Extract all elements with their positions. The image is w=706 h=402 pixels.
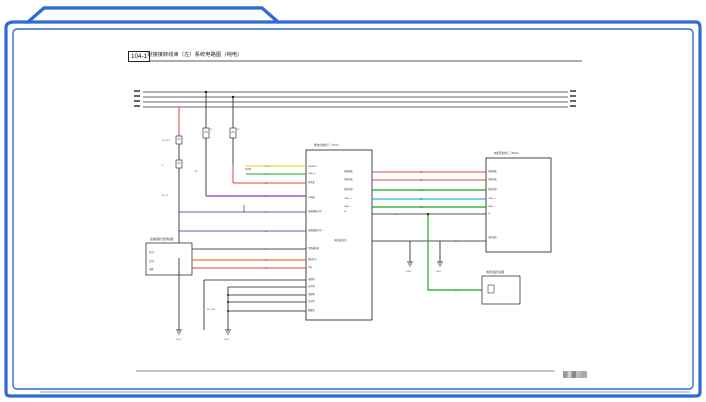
svg-text:0.5: 0.5 — [265, 231, 269, 233]
svg-text:0.5: 0.5 — [265, 260, 269, 262]
ground-label: G102 — [224, 339, 230, 341]
left-sensor-module: 加速踏板位置传感器 信号1 信号2 电源 — [145, 237, 193, 276]
connector-labels: SP_FR1 F SP_IG RF F1 F2 前机舱 1.25 0.5 0.5… — [162, 129, 459, 311]
ground-label: G103 — [406, 271, 412, 273]
svg-text:信号地: 信号地 — [308, 284, 315, 288]
svg-text:前机舱: 前机舱 — [245, 167, 251, 171]
small-module-name: 电机温度传感器 — [486, 270, 505, 274]
svg-text:电源地: 电源地 — [308, 277, 315, 281]
power-bus — [134, 90, 576, 108]
svg-text:0.5: 0.5 — [455, 241, 459, 243]
svg-text:CAN_H: CAN_H — [344, 197, 352, 200]
svg-text:电源: 电源 — [149, 267, 154, 271]
svg-text:IGN/ACC: IGN/ACC — [308, 165, 318, 168]
svg-text:IG: IG — [344, 211, 347, 213]
svg-text:常电源: 常电源 — [308, 180, 315, 184]
outer-frame — [4, 6, 702, 398]
feed-wires — [178, 90, 235, 258]
svg-text:CAN_H: CAN_H — [308, 172, 316, 175]
svg-text:信号2: 信号2 — [149, 259, 155, 263]
svg-text:加速踏板信号2: 加速踏板信号2 — [308, 228, 323, 232]
svg-text:IG电源: IG电源 — [308, 195, 315, 199]
ground-icon: G102 — [224, 329, 231, 341]
svg-text:SP_IG: SP_IG — [162, 195, 168, 197]
svg-text:扭矩请求: 扭矩请求 — [344, 187, 354, 191]
svg-text:1.25: 1.25 — [265, 166, 270, 168]
svg-text:0.5: 0.5 — [420, 172, 424, 174]
svg-text:电源地: 电源地 — [308, 292, 315, 296]
svg-text:0.5: 0.5 — [420, 199, 424, 201]
right-wires — [372, 171, 486, 291]
ground-icon: G104 — [436, 261, 443, 273]
small-module: 电机温度传感器 — [481, 270, 521, 305]
inner-frame — [12, 28, 694, 390]
ground-icon: G101 — [176, 329, 182, 341]
ground-symbols: G101 G102 G103 G104 — [176, 261, 443, 341]
svg-text:CAN_L: CAN_L — [344, 205, 352, 208]
ground-label: G104 — [436, 271, 442, 273]
svg-text:扭矩请求: 扭矩请求 — [488, 187, 498, 191]
svg-text:屏蔽地: 屏蔽地 — [308, 308, 315, 312]
svg-text:0.5: 0.5 — [265, 249, 269, 251]
center-module: 整车控制单元（VCU） IGN/ACC CAN_H 常电源 IG电源 加速踏板信… — [305, 143, 373, 321]
svg-text:RF: RF — [195, 171, 198, 173]
svg-text:F2: F2 — [237, 129, 240, 131]
right-module-name: 电机控制单元（MCU） — [494, 151, 521, 155]
svg-text:SP_GND: SP_GND — [207, 309, 216, 311]
svg-text:0.5: 0.5 — [265, 268, 269, 270]
svg-text:0.5: 0.5 — [265, 196, 269, 198]
svg-text:加速踏板信号1: 加速踏板信号1 — [308, 209, 323, 213]
svg-text:0.5: 0.5 — [265, 212, 269, 214]
svg-text:0.5: 0.5 — [265, 174, 269, 176]
svg-text:0.5: 0.5 — [455, 290, 459, 292]
frame-top-tab — [23, 6, 283, 24]
svg-text:制动信号: 制动信号 — [308, 257, 318, 261]
svg-text:CAN_H: CAN_H — [488, 197, 496, 200]
svg-text:CAN_L: CAN_L — [488, 205, 496, 208]
svg-text:IG: IG — [488, 213, 491, 215]
svg-text:信号地: 信号地 — [308, 299, 315, 303]
diagram-code: 104-1 — [128, 51, 151, 62]
svg-text:信号1: 信号1 — [149, 250, 155, 254]
diagram-title: 对接接转线束（左）系统电路图（纯电） — [147, 52, 243, 58]
svg-text:F1: F1 — [210, 129, 213, 131]
svg-text:P档: P档 — [308, 265, 312, 269]
ground-label: G101 — [176, 339, 182, 341]
page-number-marker — [563, 371, 587, 378]
right-module: 电机控制单元（MCU） 电机使能 电机转速 扭矩请求 CAN_H CAN_L I… — [485, 151, 552, 253]
svg-text:SP_FR1: SP_FR1 — [162, 140, 170, 142]
svg-text:0.5: 0.5 — [395, 214, 399, 216]
left-module-name: 加速踏板位置传感器 — [150, 237, 174, 241]
svg-text:电机温度: 电机温度 — [488, 235, 498, 239]
center-module-name: 整车控制单元（VCU） — [314, 143, 340, 147]
ground-icon: G103 — [406, 261, 413, 273]
svg-text:电机使能: 电机使能 — [344, 169, 354, 173]
svg-text:0.5: 0.5 — [265, 183, 269, 185]
svg-text:电机转速: 电机转速 — [344, 177, 354, 181]
svg-text:F: F — [162, 165, 164, 167]
svg-text:电机使能: 电机使能 — [488, 169, 498, 173]
svg-text:0.5: 0.5 — [420, 207, 424, 209]
svg-text:0.5: 0.5 — [420, 180, 424, 182]
svg-text:电机温度信号: 电机温度信号 — [334, 238, 348, 242]
fuses — [175, 127, 237, 169]
svg-text:传感器电源: 传感器电源 — [308, 246, 320, 250]
svg-text:电机转速: 电机转速 — [488, 177, 498, 181]
left-wires — [178, 164, 306, 330]
svg-text:0.5: 0.5 — [420, 190, 424, 192]
